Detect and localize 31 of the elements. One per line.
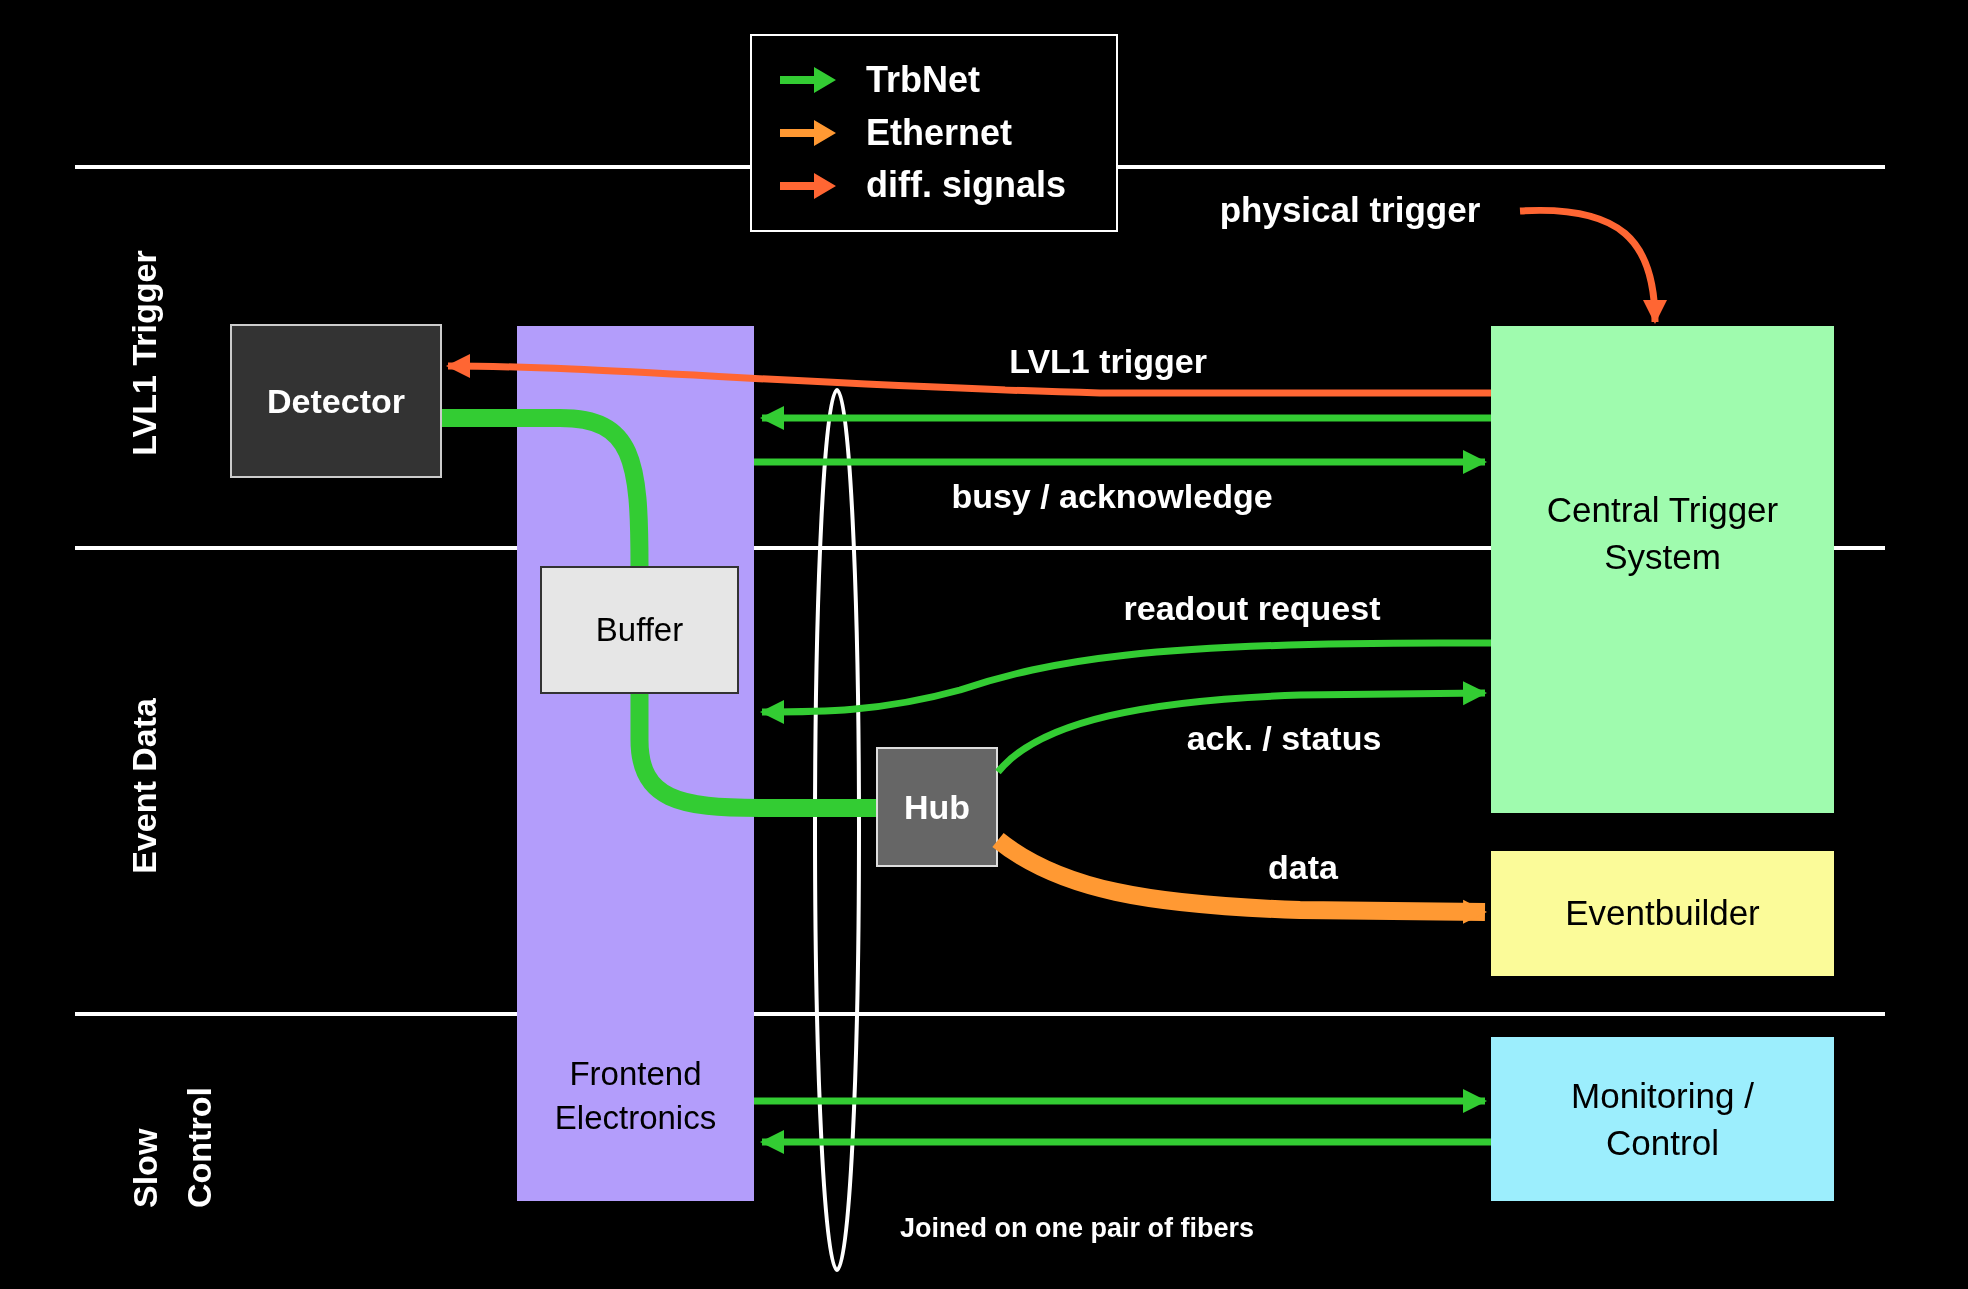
legend-label: Ethernet (866, 110, 1013, 155)
node-label: Central Trigger System (1545, 489, 1780, 579)
node-label: Buffer (595, 610, 684, 651)
arrow (754, 1089, 1487, 1113)
lane-label: Slow Control (124, 1086, 219, 1208)
hub-box (876, 747, 998, 867)
node-label: Detector (267, 380, 405, 422)
arrow (760, 639, 1491, 724)
arrow (760, 406, 1491, 430)
frontend-electronics-panel (517, 326, 754, 1201)
note-text: Joined on one pair of fibers (900, 1211, 1254, 1245)
arrow (446, 354, 1491, 397)
node-label: Frontend Electronics (553, 1053, 718, 1139)
arrow (992, 832, 1487, 924)
lane-label: LVL1 Trigger (123, 250, 164, 456)
node-label: Hub (903, 786, 971, 828)
node-label: Eventbuilder (1565, 892, 1760, 935)
legend-label: diff. signals (866, 163, 1067, 208)
arrow (754, 450, 1487, 474)
eventbuilder-box (1491, 851, 1834, 976)
arrow (1519, 206, 1667, 324)
buffer-box (540, 566, 739, 694)
detector-box (230, 324, 442, 478)
node-label: physical trigger (1219, 188, 1481, 231)
monitoring-control-box (1491, 1037, 1834, 1201)
node-label: Monitoring / Control (1570, 1074, 1755, 1164)
arrow (995, 681, 1487, 775)
arrow (760, 1130, 1491, 1154)
central-trigger-system-box (1491, 326, 1834, 813)
lane-label: Event Data (123, 698, 164, 874)
legend-label: TrbNet (866, 57, 980, 102)
